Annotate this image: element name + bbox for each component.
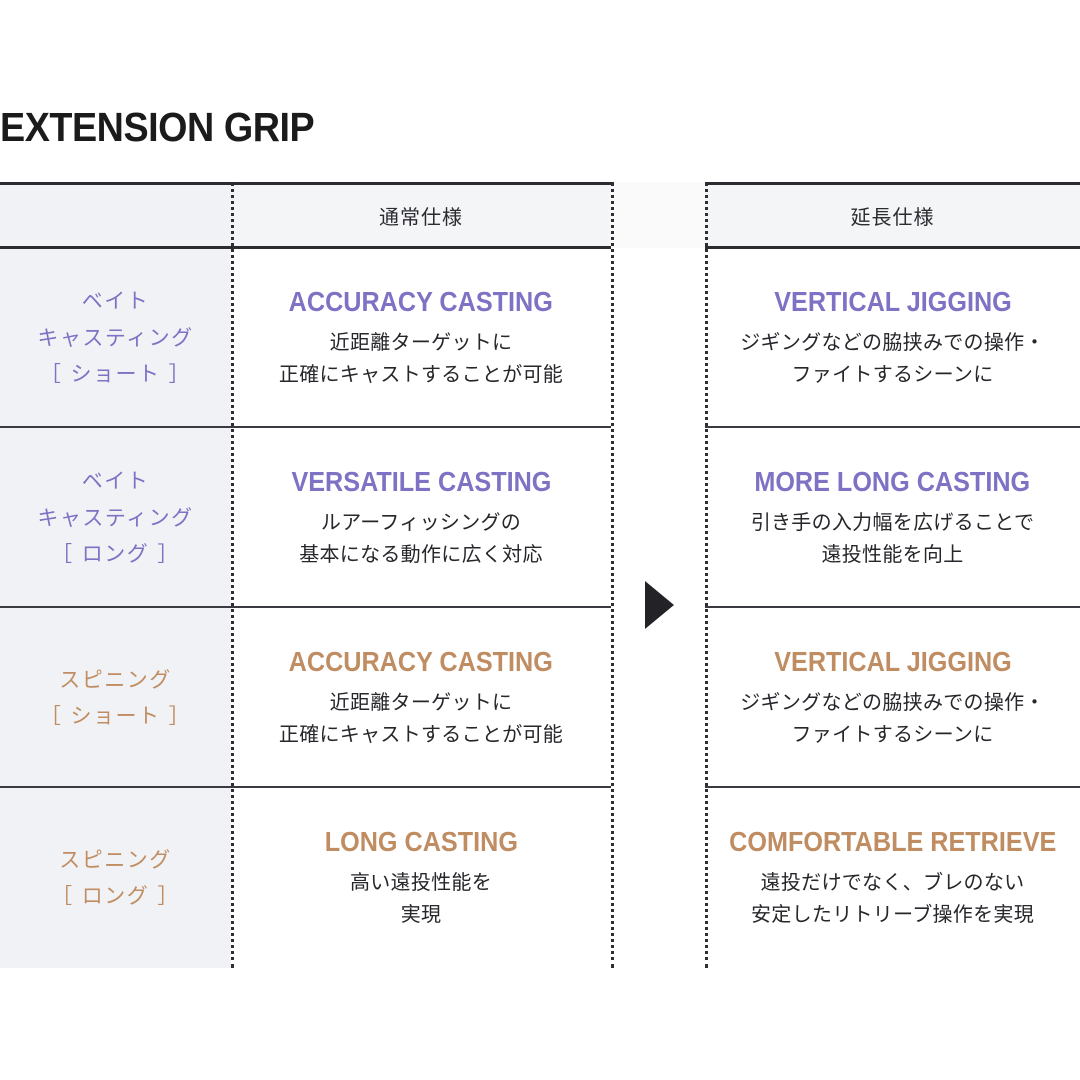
rule-row1-left [0, 426, 611, 428]
feature-description-line: ルアーフィッシングの [320, 509, 522, 534]
table-row: ベイト キャスティング ［ ショート ］ ACCURACY CASTING 近距… [0, 248, 1080, 428]
feature-description-line: 遠投だけでなく、ブレのない [760, 869, 1025, 894]
arrow-right-icon [645, 581, 674, 629]
feature-title: COMFORTABLE RETRIEVE [728, 825, 1057, 857]
feature-description: 遠投だけでなく、ブレのない 安定したリトリーブ操作を実現 [751, 866, 1034, 931]
feature-description-line: 実現 [400, 902, 442, 926]
feature-description-line: ジギングなどの脇挟みでの操作・ [740, 689, 1045, 714]
feature-description: 高い遠投性能を 実現 [350, 866, 492, 931]
row-label: スピニング ［ ロング ］ [0, 788, 231, 968]
rule-row2-left [0, 606, 611, 608]
feature-title: VERTICAL JIGGING [773, 285, 1012, 317]
page-title: EXTENSION GRIP [0, 104, 315, 150]
divider-extension-left [705, 182, 708, 968]
rule-row3-left [0, 786, 611, 788]
feature-title: VERSATILE CASTING [291, 465, 551, 497]
row-label-line: ［ ロング ］ [51, 542, 180, 567]
feature-description: 近距離ターゲットに 正確にキャストすることが可能 [279, 326, 563, 391]
header-band-gap [611, 182, 705, 248]
cell-normal: LONG CASTING 高い遠投性能を 実現 [231, 788, 611, 968]
rule-row2-right [705, 606, 1080, 608]
feature-description: 近距離ターゲットに 正確にキャストすることが可能 [279, 686, 563, 751]
feature-description: 引き手の入力幅を広げることで 遠投性能を向上 [751, 506, 1035, 571]
row-label-line: スピニング [59, 847, 172, 872]
label-column-band [0, 182, 231, 968]
row-label-line: キャスティング [37, 325, 194, 350]
rule-header-right [705, 246, 1080, 249]
cell-extension: MORE LONG CASTING 引き手の入力幅を広げることで 遠投性能を向上 [705, 428, 1080, 608]
feature-description-line: 遠投性能を向上 [821, 542, 964, 566]
feature-description: ジギングなどの脇挟みでの操作・ ファイトするシーンに [740, 686, 1045, 751]
feature-description-line: 安定したリトリーブ操作を実現 [751, 902, 1034, 926]
rule-row1-right [705, 426, 1080, 428]
feature-description-line: 正確にキャストすることが可能 [278, 362, 564, 386]
column-header-normal: 通常仕様 [379, 204, 463, 229]
row-label-line: スピニング [59, 667, 172, 692]
feature-title: ACCURACY CASTING [288, 285, 554, 317]
row-label: ベイト キャスティング ［ ロング ］ [0, 428, 231, 608]
comparison-table: 通常仕様 延長仕様 ベイト キャスティング ［ ショート ］ ACCURACY … [0, 182, 1080, 968]
feature-description: ルアーフィッシングの 基本になる動作に広く対応 [299, 506, 543, 571]
row-label-line: ベイト [81, 469, 150, 494]
header-band-normal [231, 182, 611, 248]
row-label: スピニング ［ ショート ］ [0, 608, 231, 788]
feature-title: ACCURACY CASTING [288, 645, 554, 677]
cell-extension: VERTICAL JIGGING ジギングなどの脇挟みでの操作・ ファイトするシ… [705, 608, 1080, 788]
rule-top-right [705, 182, 1080, 185]
header-band-extension [705, 182, 1080, 248]
feature-description-line: 引き手の入力幅を広げることで [750, 509, 1035, 534]
feature-description: ジギングなどの脇挟みでの操作・ ファイトするシーンに [740, 326, 1045, 391]
cell-extension: COMFORTABLE RETRIEVE 遠投だけでなく、ブレのない 安定したリ… [705, 788, 1080, 968]
cell-extension: VERTICAL JIGGING ジギングなどの脇挟みでの操作・ ファイトするシ… [705, 248, 1080, 428]
feature-description-line: 近距離ターゲットに [329, 329, 513, 354]
row-label: ベイト キャスティング ［ ショート ］ [0, 248, 231, 428]
feature-title: VERTICAL JIGGING [773, 645, 1012, 677]
feature-description-line: 正確にキャストすることが可能 [278, 722, 564, 746]
table-row: スピニング ［ ショート ］ ACCURACY CASTING 近距離ターゲット… [0, 608, 1080, 788]
row-label-line: ベイト [81, 289, 150, 314]
feature-description-line: 高い遠投性能を [349, 869, 493, 894]
table-row: スピニング ［ ロング ］ LONG CASTING 高い遠投性能を 実現 CO… [0, 788, 1080, 968]
feature-title: LONG CASTING [324, 825, 518, 857]
feature-description-line: ファイトするシーンに [791, 362, 994, 386]
row-label-line: ［ ショート ］ [39, 362, 192, 387]
feature-description-line: ジギングなどの脇挟みでの操作・ [740, 329, 1045, 354]
cell-normal: ACCURACY CASTING 近距離ターゲットに 正確にキャストすることが可… [231, 608, 611, 788]
feature-description-line: 近距離ターゲットに [329, 689, 513, 714]
row-label-line: キャスティング [37, 505, 194, 530]
row-label-line: ［ ロング ］ [51, 884, 180, 908]
feature-description-line: 基本になる動作に広く対応 [299, 542, 543, 566]
feature-description-line: ファイトするシーンに [791, 722, 994, 746]
cell-normal: VERSATILE CASTING ルアーフィッシングの 基本になる動作に広く対… [231, 428, 611, 608]
divider-normal-right [611, 182, 614, 968]
divider-label-column [231, 182, 234, 968]
cell-normal: ACCURACY CASTING 近距離ターゲットに 正確にキャストすることが可… [231, 248, 611, 428]
feature-title: MORE LONG CASTING [754, 465, 1031, 497]
rule-top-left [0, 182, 611, 185]
table-row: ベイト キャスティング ［ ロング ］ VERSATILE CASTING ルア… [0, 428, 1080, 608]
rule-row3-right [705, 786, 1080, 788]
row-label-line: ［ ショート ］ [39, 704, 192, 728]
column-header-extension: 延長仕様 [850, 204, 935, 229]
rule-header-left [0, 246, 611, 249]
